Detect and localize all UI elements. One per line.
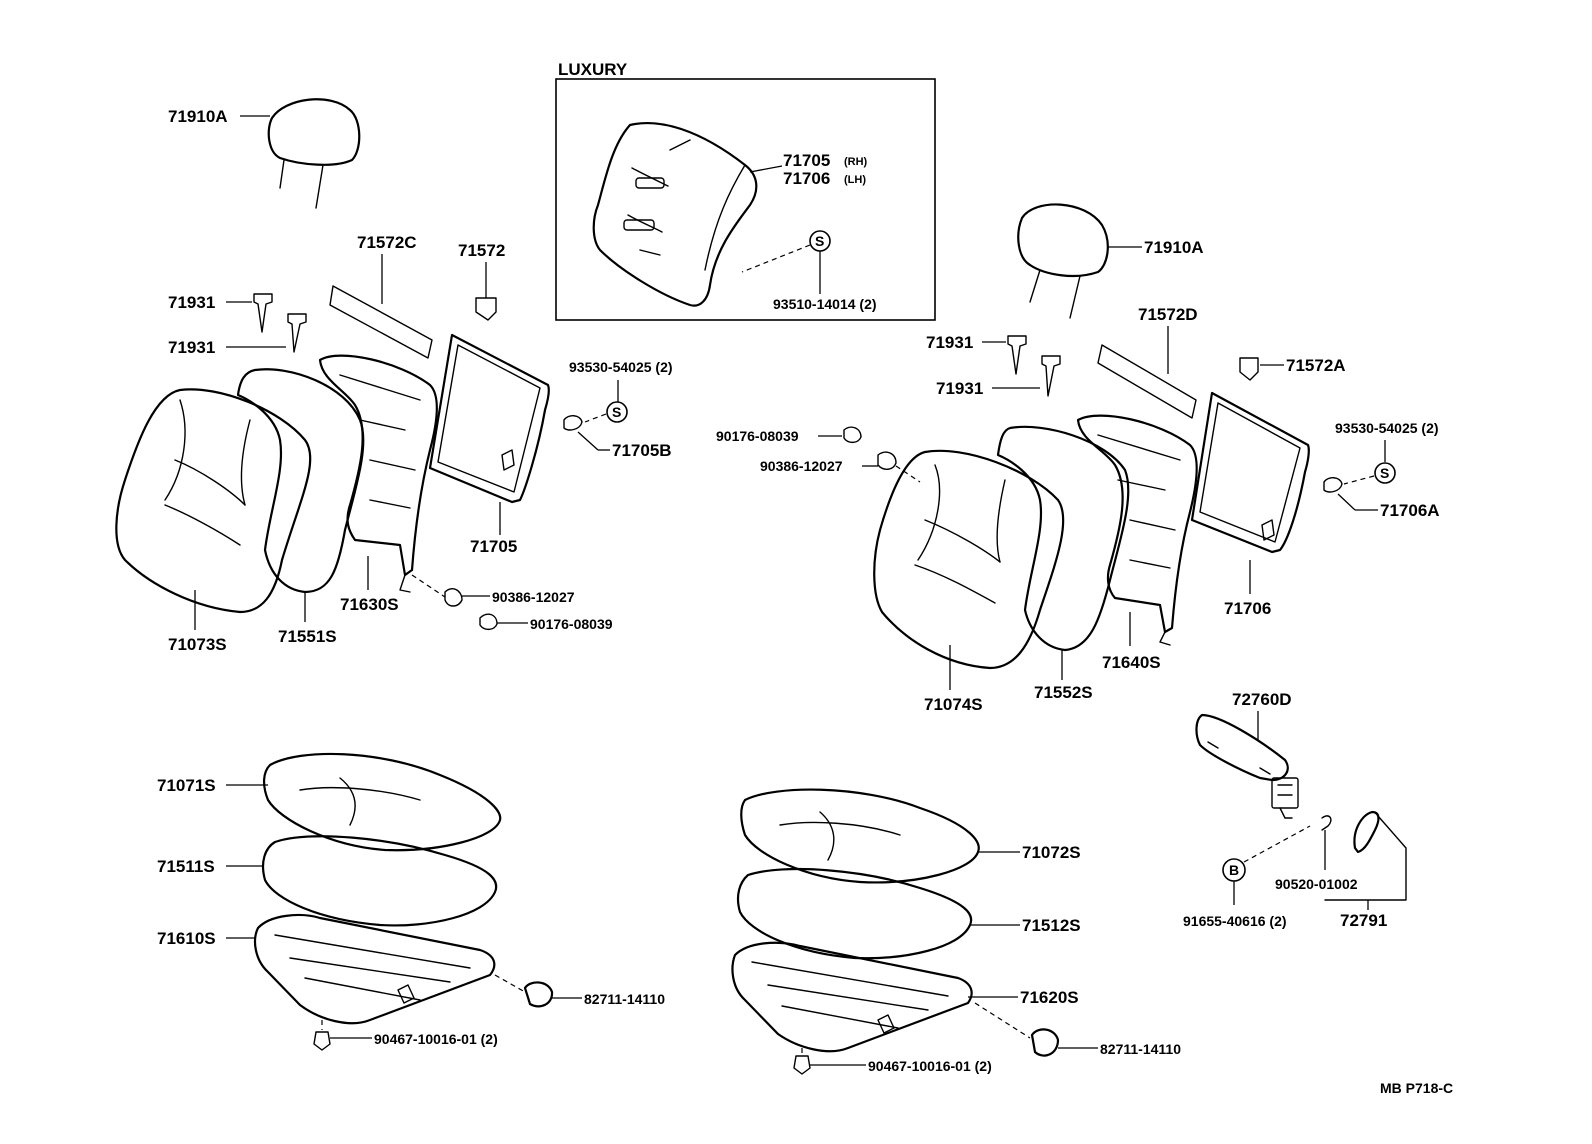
- right-seatback-frame: [1076, 414, 1198, 646]
- label-71705: 71705: [783, 151, 830, 170]
- label-71552S: 71552S: [1034, 683, 1093, 702]
- label-71511S: 71511S: [157, 857, 215, 876]
- right-seatback-group: 71910A 71572D 71572A 71931 71931 90176-0…: [716, 203, 1440, 714]
- screw-90176-right: [843, 426, 862, 444]
- label-71706-lh: (LH): [844, 174, 866, 186]
- left-seatback-frame: [318, 354, 438, 593]
- clip-71705B: [563, 415, 583, 431]
- clip-90520: [1321, 815, 1332, 831]
- recliner-knob-group: 72760D B 91655-40616 (2) 90520-01002 727…: [1183, 690, 1407, 930]
- label-90386-left: 90386-12027: [492, 589, 575, 605]
- right-cushion-frame: [731, 941, 973, 1053]
- left-backboard: [428, 333, 550, 504]
- label-90520: 90520-01002: [1275, 876, 1358, 892]
- label-71630S: 71630S: [340, 595, 399, 614]
- label-71572A: 71572A: [1286, 356, 1346, 375]
- label-71706A: 71706A: [1380, 501, 1440, 520]
- label-71931-d: 71931: [936, 379, 983, 398]
- s-symbol-left: [606, 401, 628, 423]
- nut-90386-left: [444, 588, 463, 607]
- label-71073S: 71073S: [168, 635, 227, 654]
- label-91655: 91655-40616 (2): [1183, 913, 1287, 929]
- label-93530-right: 93530-54025 (2): [1335, 420, 1439, 436]
- trim-strip-71572D: [1097, 344, 1197, 419]
- left-cushion-frame: [253, 913, 496, 1025]
- label-71931-c: 71931: [926, 333, 973, 352]
- s-symbol-inset-text: S: [815, 233, 824, 249]
- label-71572: 71572: [458, 241, 505, 260]
- label-71706: 71706: [783, 169, 830, 188]
- inset-title: LUXURY: [558, 60, 628, 79]
- label-71572D: 71572D: [1138, 305, 1198, 324]
- label-71620S: 71620S: [1020, 988, 1079, 1007]
- guide-71931-d: [1041, 355, 1061, 397]
- right-headrest: [1017, 203, 1109, 319]
- label-82711-right: 82711-14110: [1100, 1041, 1181, 1057]
- trim-strip-71572C: [329, 285, 433, 359]
- label-72760D: 72760D: [1232, 690, 1292, 709]
- label-71640S: 71640S: [1102, 653, 1161, 672]
- clip-90467-right: [793, 1055, 811, 1075]
- label-71705B: 71705B: [612, 441, 672, 460]
- label-71706-frame: 71706: [1224, 599, 1271, 618]
- left-seatback-group: 71910A 71572C 71572 71931 71931 71073S 7…: [115, 98, 673, 654]
- label-71512S: 71512S: [1022, 916, 1081, 935]
- label-71551S: 71551S: [278, 627, 337, 646]
- label-71572C: 71572C: [357, 233, 417, 252]
- left-seatback-cover: [115, 388, 312, 614]
- left-cushion-pad: [261, 835, 498, 927]
- guide-71931-b: [287, 313, 307, 353]
- label-71910A-left: 71910A: [168, 107, 228, 126]
- guide-71931-a: [253, 293, 273, 333]
- right-cushion-group: 71072S 71512S 71620S 82711-14110 90467-1…: [731, 788, 1181, 1075]
- label-90176-right: 90176-08039: [716, 428, 799, 444]
- clip-71572A: [1239, 357, 1259, 381]
- clip-71572: [475, 297, 497, 321]
- label-71910A-right: 71910A: [1144, 238, 1204, 257]
- footer-code: MB P718-C: [1380, 1080, 1453, 1096]
- label-71074S: 71074S: [924, 695, 983, 714]
- b-symbol-text: B: [1229, 862, 1239, 878]
- left-cushion-group: 71071S 71511S 71610S 82711-14110 90467-1…: [157, 752, 665, 1051]
- luxury-seatback-board: [592, 122, 758, 307]
- knob-82711-right: [1030, 1028, 1060, 1057]
- label-90467-right: 90467-10016-01 (2): [868, 1058, 992, 1074]
- luxury-inset: LUXURY 71705 (RH) 71706 (LH) S 93510-140…: [555, 60, 936, 321]
- label-71931-a: 71931: [168, 293, 215, 312]
- screw-90176-left: [479, 613, 498, 631]
- left-headrest: [267, 98, 361, 209]
- right-cushion-cover: [740, 788, 980, 884]
- label-93510: 93510-14014 (2): [773, 296, 877, 312]
- clip-71706A: [1323, 477, 1343, 493]
- label-90386-right: 90386-12027: [760, 458, 843, 474]
- nut-90386-right: [877, 451, 897, 470]
- label-71931-b: 71931: [168, 338, 215, 357]
- right-cushion-pad: [736, 867, 973, 960]
- label-71705-frame: 71705: [470, 537, 517, 556]
- s-symbol-right: [1374, 462, 1396, 484]
- label-71071S: 71071S: [157, 776, 216, 795]
- recliner-cover-72760D: [1195, 713, 1299, 819]
- left-seatback-pad: [236, 368, 365, 594]
- label-71072S: 71072S: [1022, 843, 1081, 862]
- left-cushion-cover: [263, 752, 502, 852]
- label-71705-rh: (RH): [844, 156, 868, 168]
- guide-71931-c: [1007, 335, 1027, 375]
- s-symbol-right-text: S: [1380, 465, 1389, 481]
- label-90176-left: 90176-08039: [530, 616, 613, 632]
- label-71610S: 71610S: [157, 929, 216, 948]
- clip-90467-left: [313, 1031, 331, 1051]
- label-93530-left: 93530-54025 (2): [569, 359, 673, 375]
- knob-72791: [1353, 810, 1380, 854]
- s-symbol-left-text: S: [612, 404, 621, 420]
- label-90467-left: 90467-10016-01 (2): [374, 1031, 498, 1047]
- knob-82711-left: [523, 981, 554, 1008]
- label-82711-left: 82711-14110: [584, 991, 665, 1007]
- right-seatback-pad: [996, 425, 1130, 652]
- right-seatback-cover: [873, 449, 1065, 670]
- label-72791: 72791: [1340, 911, 1387, 930]
- right-backboard: [1190, 391, 1310, 554]
- inset-frame: [555, 78, 936, 321]
